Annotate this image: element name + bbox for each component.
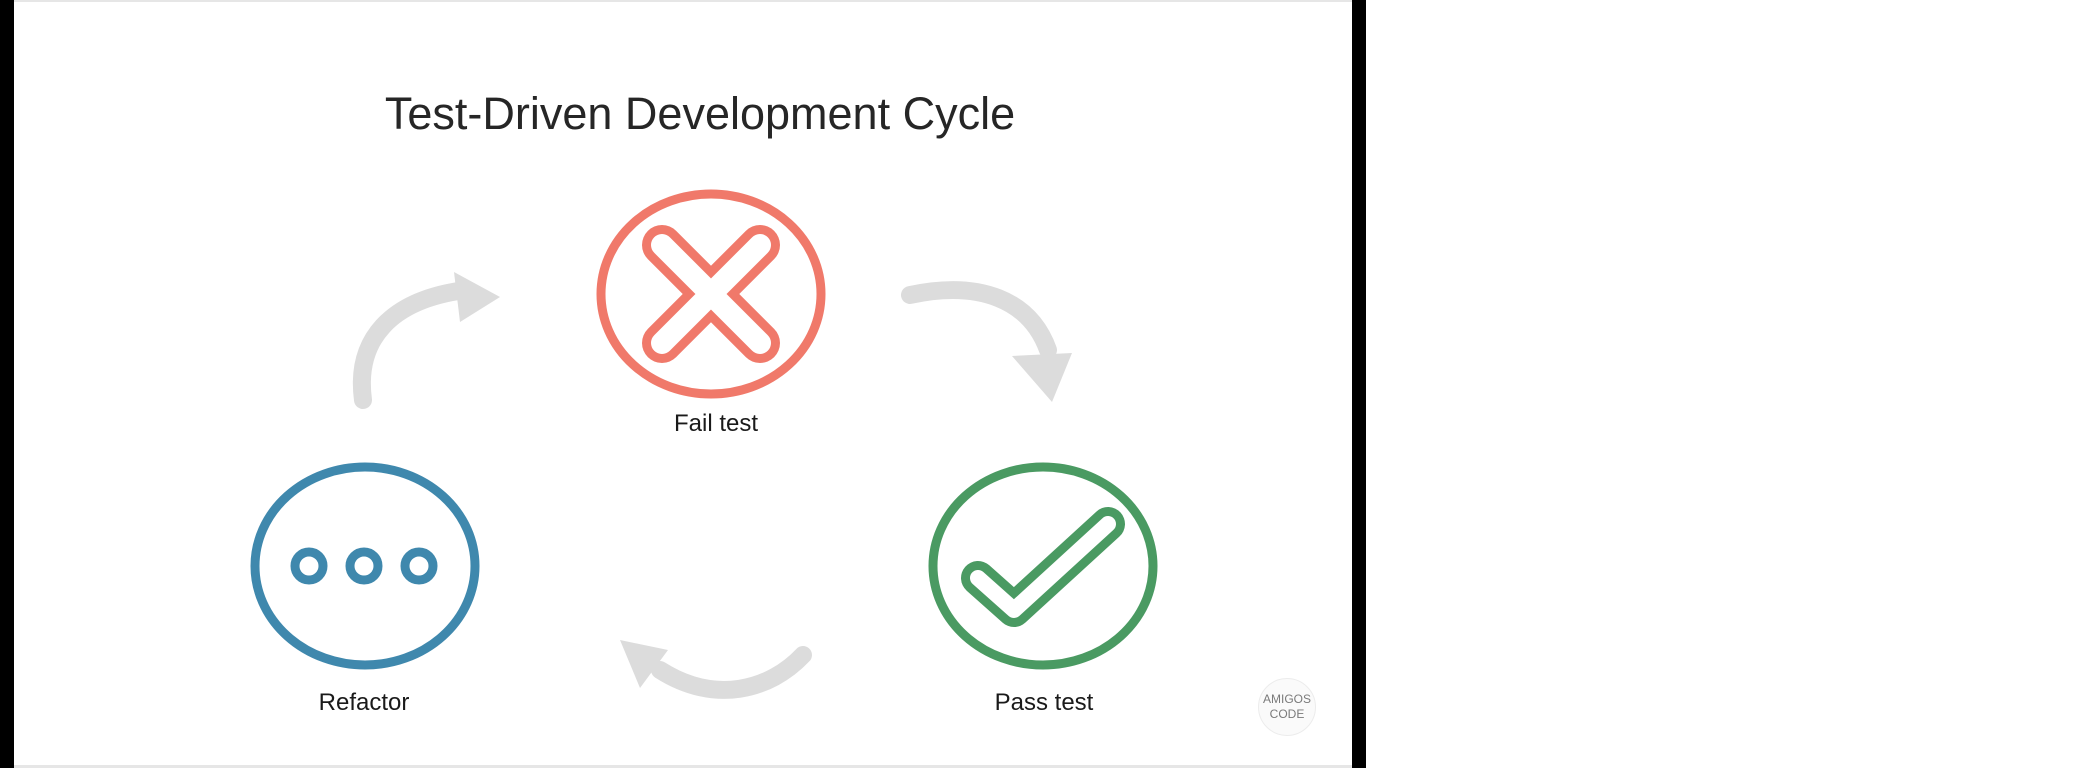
pass-test-node [928, 462, 1158, 670]
fail-test-circle [596, 189, 826, 399]
slide [14, 2, 1352, 765]
amigoscode-logo: AMIGOS CODE [1258, 678, 1316, 736]
pass-test-label: Pass test [994, 689, 1094, 716]
diagram-title: Test-Driven Development Cycle [384, 88, 1016, 139]
ellipsis-icon [290, 547, 438, 585]
pass-test-circle [928, 462, 1158, 670]
top-edge [14, 0, 1352, 2]
x-icon [642, 225, 780, 363]
refactor-node [250, 462, 480, 670]
left-border [0, 0, 14, 768]
refactor-circle [250, 462, 480, 670]
arrow-fail-to-pass [901, 281, 1072, 402]
refactor-label: Refactor [318, 689, 410, 716]
checkmark-icon [961, 507, 1125, 627]
logo-line-1: AMIGOS [1262, 692, 1311, 706]
fail-test-label: Fail test [673, 410, 759, 437]
right-border [1352, 0, 1366, 768]
arrow-refactor-to-fail [352, 272, 500, 409]
arrow-pass-to-refactor [620, 640, 812, 699]
logo-line-2: CODE [1269, 707, 1305, 721]
bottom-edge [14, 765, 1352, 768]
fail-test-node [596, 189, 826, 399]
